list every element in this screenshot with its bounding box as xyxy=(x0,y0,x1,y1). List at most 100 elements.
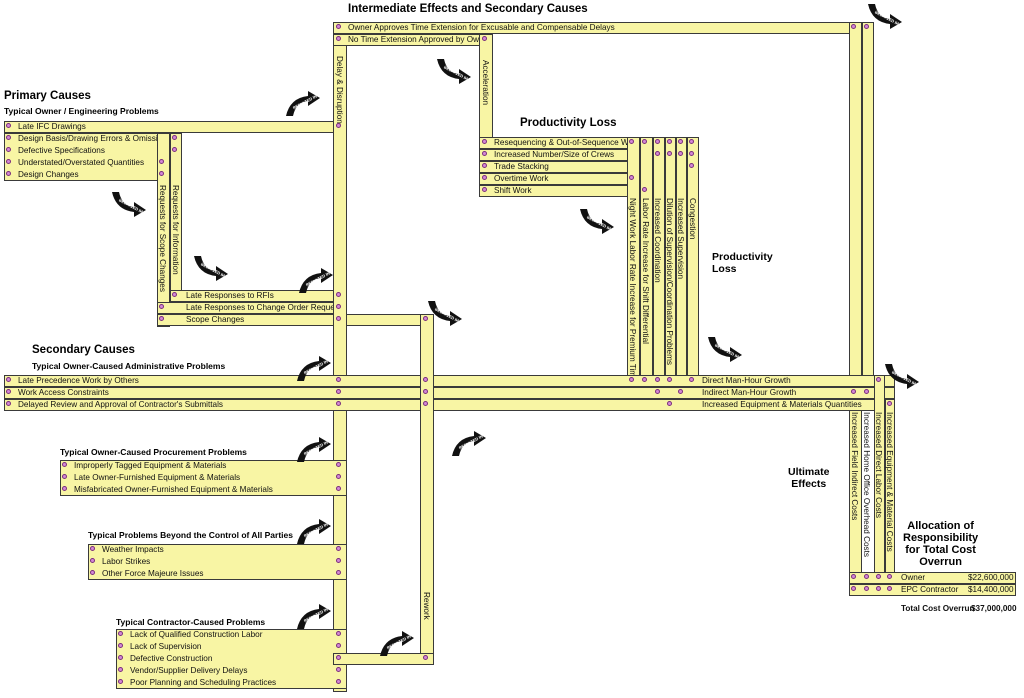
late-response-item: Scope Changes xyxy=(186,315,245,324)
connection-dot xyxy=(667,377,672,382)
connection-dot xyxy=(678,389,683,394)
primary-item: Design Changes xyxy=(18,170,79,179)
connection-dot xyxy=(876,377,881,382)
connection-dot xyxy=(336,462,341,467)
connection-dot xyxy=(423,377,428,382)
connection-dot xyxy=(90,546,95,551)
contractor-item: Lack of Supervision xyxy=(130,642,202,651)
beyond-item: Labor Strikes xyxy=(102,557,151,566)
resulted-in-arrow-icon: RESULTED IN xyxy=(194,256,228,281)
connection-dot xyxy=(336,667,341,672)
connection-dot xyxy=(118,643,123,648)
connection-dot xyxy=(864,586,869,591)
connection-dot xyxy=(336,655,341,660)
rfi-vertical-label: Requests for Information xyxy=(171,185,180,275)
productivity-vertical-label: Labor Rate Increase for Shift Differenti… xyxy=(641,198,650,344)
ultimate-vertical-label: Increased Home Office Overhead Costs xyxy=(862,412,871,558)
connection-dot xyxy=(423,389,428,394)
connection-dot xyxy=(336,474,341,479)
connection-dot xyxy=(482,139,487,144)
total-cost-label: Total Cost Overrun xyxy=(901,604,975,613)
connection-dot xyxy=(159,316,164,321)
resulted-in-arrow-icon: RESULTED IN xyxy=(868,4,902,29)
connection-dot xyxy=(689,377,694,382)
connection-dot xyxy=(6,147,11,152)
contractor-item: Poor Planning and Scheduling Practices xyxy=(130,678,277,687)
connection-dot xyxy=(482,187,487,192)
connection-dot xyxy=(6,377,11,382)
connection-dot xyxy=(336,304,341,309)
admin-item: Late Precedence Work by Others xyxy=(18,376,139,385)
delay-disruption-label: Delay & Disruption xyxy=(335,56,344,124)
productivity-item: Shift Work xyxy=(494,186,532,195)
connection-dot xyxy=(336,316,341,321)
connection-dot xyxy=(689,163,694,168)
connection-dot xyxy=(118,679,123,684)
resulted-in-arrow-icon: RESULTED IN xyxy=(580,209,614,234)
resulted-in-arrow-icon: RESULTED IN xyxy=(297,356,331,381)
connection-dot xyxy=(864,24,869,29)
connection-dot xyxy=(629,175,634,180)
connection-dot xyxy=(118,667,123,672)
connection-dot xyxy=(629,139,634,144)
contractor-block xyxy=(116,629,347,689)
connection-dot xyxy=(667,139,672,144)
productivity-item: Resequencing & Out-of-Sequence Work xyxy=(494,138,640,147)
connection-dot xyxy=(851,389,856,394)
procurement-item: Late Owner-Furnished Equipment & Materia… xyxy=(74,473,241,482)
primary-item: Defective Specifications xyxy=(18,146,105,155)
connection-dot xyxy=(336,570,341,575)
admin-item: Delayed Review and Approval of Contracto… xyxy=(18,400,223,409)
connection-dot xyxy=(159,304,164,309)
primary-item: Understated/Overstated Quantities xyxy=(18,158,145,167)
connection-dot xyxy=(336,558,341,563)
resulted-in-arrow-icon: RESULTED IN xyxy=(286,91,320,116)
connection-dot xyxy=(118,631,123,636)
connection-dot xyxy=(6,401,11,406)
connection-dot xyxy=(876,586,881,591)
admin-problems-header: Typical Owner-Caused Administrative Prob… xyxy=(32,361,226,371)
connection-dot xyxy=(864,389,869,394)
primary-causes-subheader: Typical Owner / Engineering Problems xyxy=(4,106,159,116)
resulted-in-arrow-icon: RESULTED IN xyxy=(437,59,471,84)
intermediate-item: No Time Extension Approved by Owner xyxy=(348,35,491,44)
connection-dot xyxy=(336,679,341,684)
productivity-vertical-column xyxy=(687,137,699,408)
connection-dot xyxy=(689,139,694,144)
productivity-item: Increased Number/Size of Crews xyxy=(494,150,615,159)
connection-dot xyxy=(118,655,123,660)
intermediate-effects-header: Intermediate Effects and Secondary Cause… xyxy=(348,3,588,15)
connection-dot xyxy=(336,401,341,406)
connection-dot xyxy=(667,151,672,156)
contractor-problems-header: Typical Contractor-Caused Problems xyxy=(116,617,266,627)
connection-dot xyxy=(689,151,694,156)
connection-dot xyxy=(851,574,856,579)
connection-dot xyxy=(629,377,634,382)
connection-dot xyxy=(887,574,892,579)
connection-dot xyxy=(62,486,67,491)
connection-dot xyxy=(482,175,487,180)
primary-items-block xyxy=(4,133,182,181)
acceleration-label: Acceleration xyxy=(481,60,490,106)
beyond-control-header: Typical Problems Beyond the Control of A… xyxy=(88,530,293,540)
resulted-in-arrow-icon: RESULTED IN xyxy=(708,337,742,362)
resulted-in-arrow-icon: RESULTED IN xyxy=(885,364,919,389)
productivity-vertical-label: Dilution of Supervision/Coordination Pro… xyxy=(665,198,674,366)
connection-dot xyxy=(336,546,341,551)
late-response-item: Late Responses to RFIs xyxy=(186,291,274,300)
connection-dot xyxy=(655,151,660,156)
connection-dot xyxy=(851,586,856,591)
growth-item: Increased Equipment & Materials Quantiti… xyxy=(702,400,862,409)
connection-dot xyxy=(642,187,647,192)
growth-row-bar xyxy=(4,375,895,387)
allocation-line-1: Allocation of xyxy=(907,520,974,532)
connection-dot xyxy=(336,36,341,41)
allocation-party: EPC Contractor xyxy=(901,585,959,594)
connection-dot xyxy=(159,159,164,164)
primary-item: Design Basis/Drawing Errors & Omissions xyxy=(18,134,171,143)
contractor-item: Vendor/Supplier Delivery Delays xyxy=(130,666,248,675)
primary-item: Late IFC Drawings xyxy=(18,122,86,131)
procurement-block xyxy=(60,460,347,496)
connection-dot xyxy=(6,389,11,394)
resulted-in-arrow-icon: RESULTED IN xyxy=(428,301,462,326)
